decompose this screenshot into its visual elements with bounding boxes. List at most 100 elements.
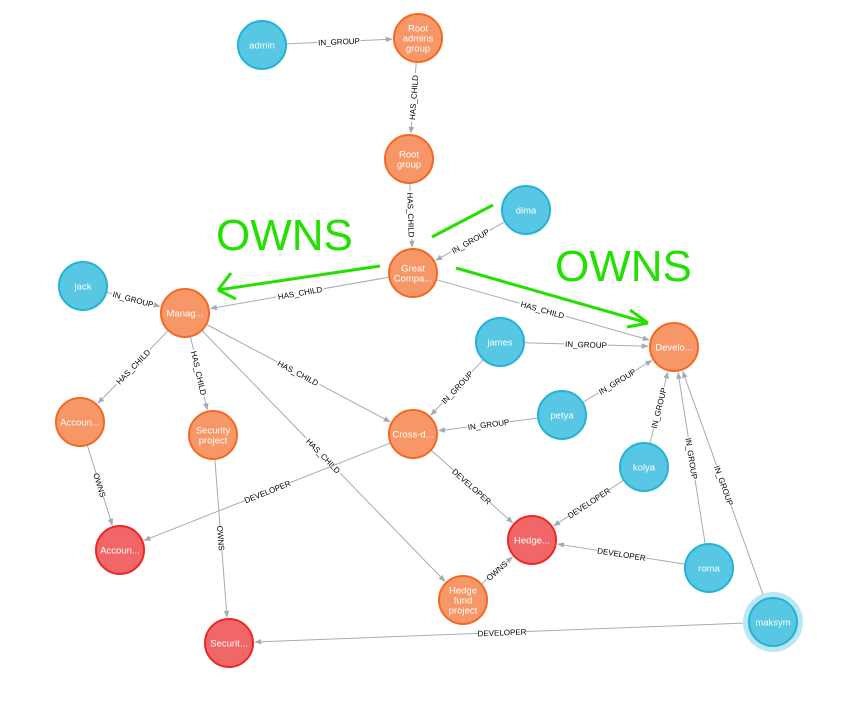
node-jack[interactable]: jack [58,261,108,311]
node-label: dima [516,206,537,217]
edge-label-background [274,357,322,389]
edge-great_company-manag[interactable]: HAS_CHILD [209,276,390,311]
node-label: Great [401,264,425,275]
node-label: admins [403,34,434,45]
node-circle [393,13,443,63]
node-accoun_res[interactable]: Accoun... [95,525,145,575]
edge-james-develo[interactable]: IN_GROUP [523,338,649,351]
edge-label-background [91,472,108,498]
edge-james-cross_d[interactable]: IN_GROUP [430,359,484,416]
node-circle [507,515,557,565]
node-label: maksym [755,618,790,629]
edge-label: IN_GROUP [318,37,360,48]
edge-label-background [683,436,700,481]
edge-label-background [711,463,736,508]
node-admin[interactable]: admin [237,20,287,70]
edge-label-background [405,190,417,240]
edge-petya-develo[interactable]: IN_GROUP [582,360,653,403]
node-circle [384,134,434,184]
edge-label: IN_GROUP [467,418,510,432]
edge-label: DEVELOPER [477,628,526,639]
edge-label-background [406,73,421,122]
annotations-layer: OWNS OWNS [216,203,692,329]
edge-maksym-securit_res[interactable]: DEVELOPER [254,622,750,645]
node-label: Hedge... [514,536,550,547]
node-label: Accoun... [100,546,140,557]
node-label: Securit... [210,639,248,650]
edge-label-background [243,478,292,506]
edge-label: DEVELOPER [597,546,647,563]
node-petya[interactable]: petya [537,390,587,440]
edge-label-background [466,416,511,433]
node-circle [160,288,210,338]
node-circle [388,409,438,459]
edge-kolya-hedge_res[interactable]: DEVELOPER [553,479,625,527]
edge-accoun_group-accoun_res[interactable]: OWNS [86,444,114,526]
node-circle [475,317,525,367]
edge-dima-great_company[interactable]: IN_GROUP [435,221,506,261]
edge-kolya-develo[interactable]: IN_GROUP [648,371,669,444]
node-label: Hedge [449,586,477,597]
edge-jack-manag[interactable]: IN_GROUP [106,288,161,310]
edge-label-background [596,545,647,563]
edge-label: IN_GROUP [450,227,491,255]
node-circle [438,575,488,625]
edge-manag-security_project[interactable]: HAS_CHILD [188,336,210,411]
node-manag[interactable]: Manag... [160,288,210,338]
edge-label: HAS_CHILD [115,348,153,387]
edge-root_admins-root_group[interactable]: HAS_CHILD [406,61,421,134]
edge-label: IN_GROUP [112,290,155,309]
edge-hedge_fund_project-hedge_res[interactable]: OWNS [480,556,513,585]
edge-label-background [302,435,344,477]
edge-label: DEVELOPER [566,486,612,520]
edge-label-background [438,368,476,407]
node-label: admin [249,41,275,52]
node-securit_res[interactable]: Securit... [204,618,254,668]
node-great_company[interactable]: GreatCompa... [388,248,438,298]
node-cross_d[interactable]: Cross-d... [388,409,438,459]
edge-label: IN_GROUP [650,387,669,430]
edge-label: DEVELOPER [450,467,493,506]
node-maksym[interactable]: maksym [743,592,803,652]
edge-cross_d-hedge_res[interactable]: DEVELOPER [430,449,514,524]
edge-label-background [317,35,361,48]
edge-label: DEVELOPER [243,479,292,505]
edge-label-background [112,345,154,388]
edge-security_project-securit_res[interactable]: OWNS [214,458,230,618]
edge-label: HAS_CHILD [405,192,416,237]
node-james[interactable]: james [475,317,525,367]
edge-manag-accoun_group[interactable]: HAS_CHILD [97,329,169,404]
edge-petya-cross_d[interactable]: IN_GROUP [438,416,539,433]
node-accoun_group[interactable]: Accoun... [55,397,105,447]
edge-label-background [648,385,669,431]
node-label: project [449,606,478,617]
edge-label-background [188,348,210,398]
edge-admin-root_admins[interactable]: IN_GROUP [285,35,393,48]
annotation-stroke [431,203,494,239]
node-develo[interactable]: Develo... [649,322,699,372]
edge-root_group-great_company[interactable]: HAS_CHILD [405,182,417,248]
edge-label-background [596,366,639,398]
edge-label-background [565,485,612,521]
edge-label: HAS_CHILD [277,285,323,302]
node-roma[interactable]: roma [684,543,734,593]
node-label: roma [698,564,720,575]
node-label: Root [408,24,428,35]
edge-roma-develo[interactable]: IN_GROUP [676,371,706,545]
edge-label: IN_GROUP [712,464,735,506]
edge-roma-hedge_res[interactable]: DEVELOPER [556,542,686,565]
edge-manag-cross_d[interactable]: HAS_CHILD [205,323,391,423]
node-dima[interactable]: dima [501,185,551,235]
edge-cross_d-accoun_res[interactable]: DEVELOPER [143,442,391,541]
node-circle [55,397,105,447]
node-kolya[interactable]: kolya [619,442,669,492]
edge-label-background [518,298,568,322]
node-hedge_res[interactable]: Hedge... [507,515,557,565]
edge-label: HAS_CHILD [520,300,566,321]
